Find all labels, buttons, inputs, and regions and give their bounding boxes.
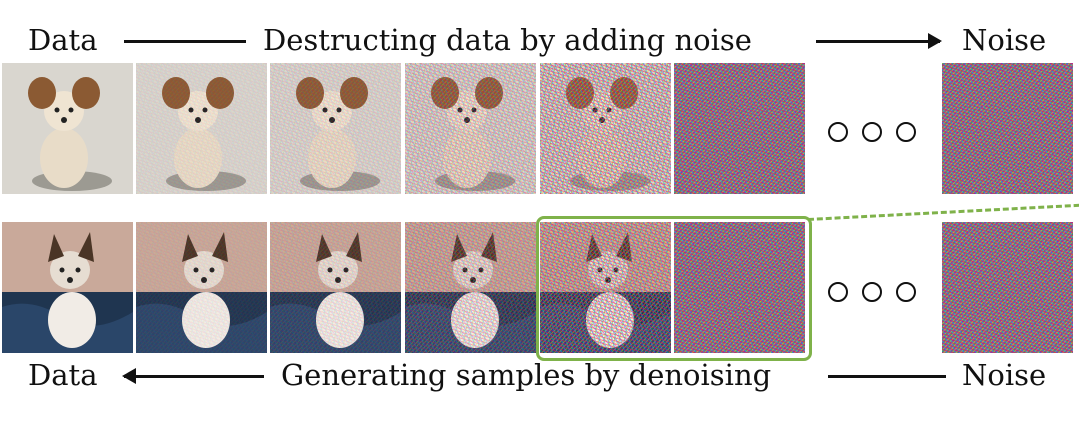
diffusion-step-image (942, 63, 1073, 194)
ellipsis-dot (862, 282, 882, 302)
ellipsis-dot (828, 282, 848, 302)
diffusion-step-image (540, 222, 671, 353)
top-ellipsis (828, 122, 916, 142)
noise-overlay (540, 63, 671, 194)
highlight-dashed-line (807, 203, 1079, 221)
bottom-process-label: Generating samples by denoising (281, 358, 772, 392)
diffusion-step-image (540, 63, 671, 194)
diffusion-step-image (270, 222, 401, 353)
noise-overlay (136, 63, 267, 194)
bottom-right-line (828, 375, 946, 378)
ellipsis-dot (862, 122, 882, 142)
noise-overlay (942, 222, 1073, 353)
diffusion-step-image (674, 63, 805, 194)
noise-overlay (540, 222, 671, 353)
ellipsis-dot (828, 122, 848, 142)
diffusion-step-image (2, 222, 133, 353)
noise-overlay (405, 63, 536, 194)
bottom-noise-label: Noise (962, 358, 1047, 392)
noise-overlay (674, 222, 805, 353)
noise-overlay (136, 222, 267, 353)
noise-overlay (270, 63, 401, 194)
diffusion-step-image (942, 222, 1073, 353)
top-process-label: Destructing data by adding noise (263, 23, 752, 57)
noise-overlay (405, 222, 536, 353)
top-right-arrow (816, 33, 942, 49)
diffusion-step-image (674, 222, 805, 353)
noise-overlay (674, 63, 805, 194)
diffusion-step-image (136, 222, 267, 353)
ellipsis-dot (896, 122, 916, 142)
top-data-label: Data (28, 23, 98, 57)
diffusion-step-image (405, 63, 536, 194)
top-noise-label: Noise (962, 23, 1047, 57)
noise-overlay (942, 63, 1073, 194)
diffusion-step-image (405, 222, 536, 353)
bottom-data-label: Data (28, 358, 98, 392)
diffusion-step-image (136, 63, 267, 194)
bottom-ellipsis (828, 282, 916, 302)
denoising-step-highlight (536, 216, 812, 361)
bottom-left-arrow (122, 368, 264, 384)
diffusion-step-image (270, 63, 401, 194)
top-left-line (124, 40, 246, 43)
ellipsis-dot (896, 282, 916, 302)
noise-overlay (270, 222, 401, 353)
diffusion-step-image (2, 63, 133, 194)
